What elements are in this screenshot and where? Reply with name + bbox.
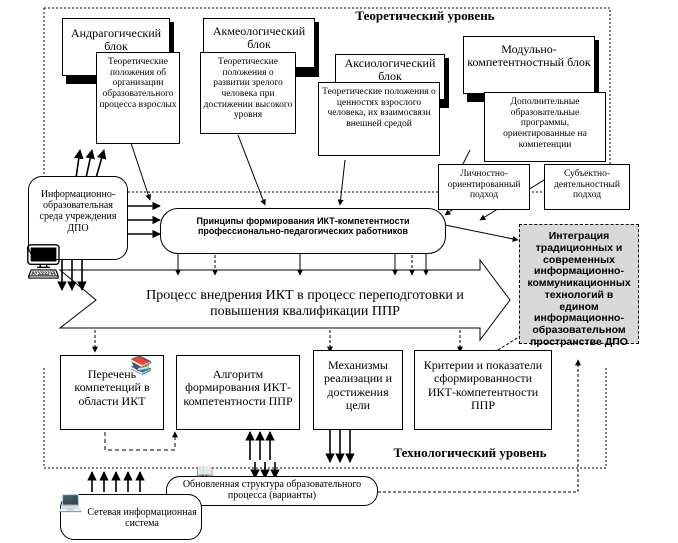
info-env: Информационно-образовательная среда учре… xyxy=(28,176,128,260)
arrow-env-up-2 xyxy=(85,149,95,179)
books-icon: 📚 xyxy=(130,355,153,375)
axiologic-block: Аксиологический блок xyxy=(335,54,445,100)
theory-frame xyxy=(43,7,611,190)
subject-approach: Субъектно-деятельностный подход xyxy=(544,164,630,210)
akmeologic-title: Акмеологический блок xyxy=(212,24,306,52)
arrow-andra-principles xyxy=(129,139,152,201)
principles: Принципы формирования ИКТ-компетентности… xyxy=(160,208,446,254)
arrow-axio-principles xyxy=(337,159,346,206)
computer-icon: 🖥 xyxy=(22,244,66,281)
personal-approach: Личностно-ориентированный подход xyxy=(438,164,530,210)
arrow-structure-integration-feedback xyxy=(378,359,581,493)
tech-competencies: Перечень компетенций в области ИКТ xyxy=(60,355,164,430)
modular-text: Дополнительные образовательные программы… xyxy=(484,92,606,162)
tech-algorithm: Алгоритм формирования ИКТ-компетентности… xyxy=(176,355,300,430)
updated-structure: Обновленная структура образовательного п… xyxy=(166,476,378,506)
theory-title: Теоретический уровень xyxy=(355,8,495,23)
tech-mechanisms: Механизмы реализации и достижения цели xyxy=(313,350,403,430)
arrow-akme-principles xyxy=(237,134,266,206)
arrow-env-up-1 xyxy=(74,149,84,179)
akmeologic-text: Теоретические положения о развитии зрело… xyxy=(200,52,296,134)
andragogic-title: Андрагогический блок xyxy=(70,26,162,54)
modular-title: Модульно-компетентностный блок xyxy=(467,42,591,70)
book-icon: 📖 xyxy=(196,465,214,480)
axiologic-title: Аксиологический блок xyxy=(344,56,436,84)
arrow-principles-integration xyxy=(444,224,519,242)
tech-title: Технологический уровень xyxy=(393,445,547,460)
tech-frame xyxy=(43,368,607,469)
arrow-env-up-3 xyxy=(95,149,107,179)
laptop-icon: 💻 xyxy=(58,491,83,513)
integration: Интеграция традиционных и современных ин… xyxy=(519,224,639,348)
andragogic-text: Теоретические положения об организации о… xyxy=(96,52,180,144)
tech-criteria: Критерии и показатели сформированности И… xyxy=(414,350,552,430)
arrow-competencies-algorithm-loop xyxy=(104,431,178,451)
network: Сетевая информационная система xyxy=(60,494,202,540)
axiologic-text: Теоретические положения о ценностях взро… xyxy=(318,82,440,156)
modular-block: Модульно-компетентностный блок xyxy=(463,36,595,94)
process-arrow-shape xyxy=(58,258,511,342)
process-arrow-label: Процесс внедрения ИКТ в процесс переподг… xyxy=(146,288,464,319)
